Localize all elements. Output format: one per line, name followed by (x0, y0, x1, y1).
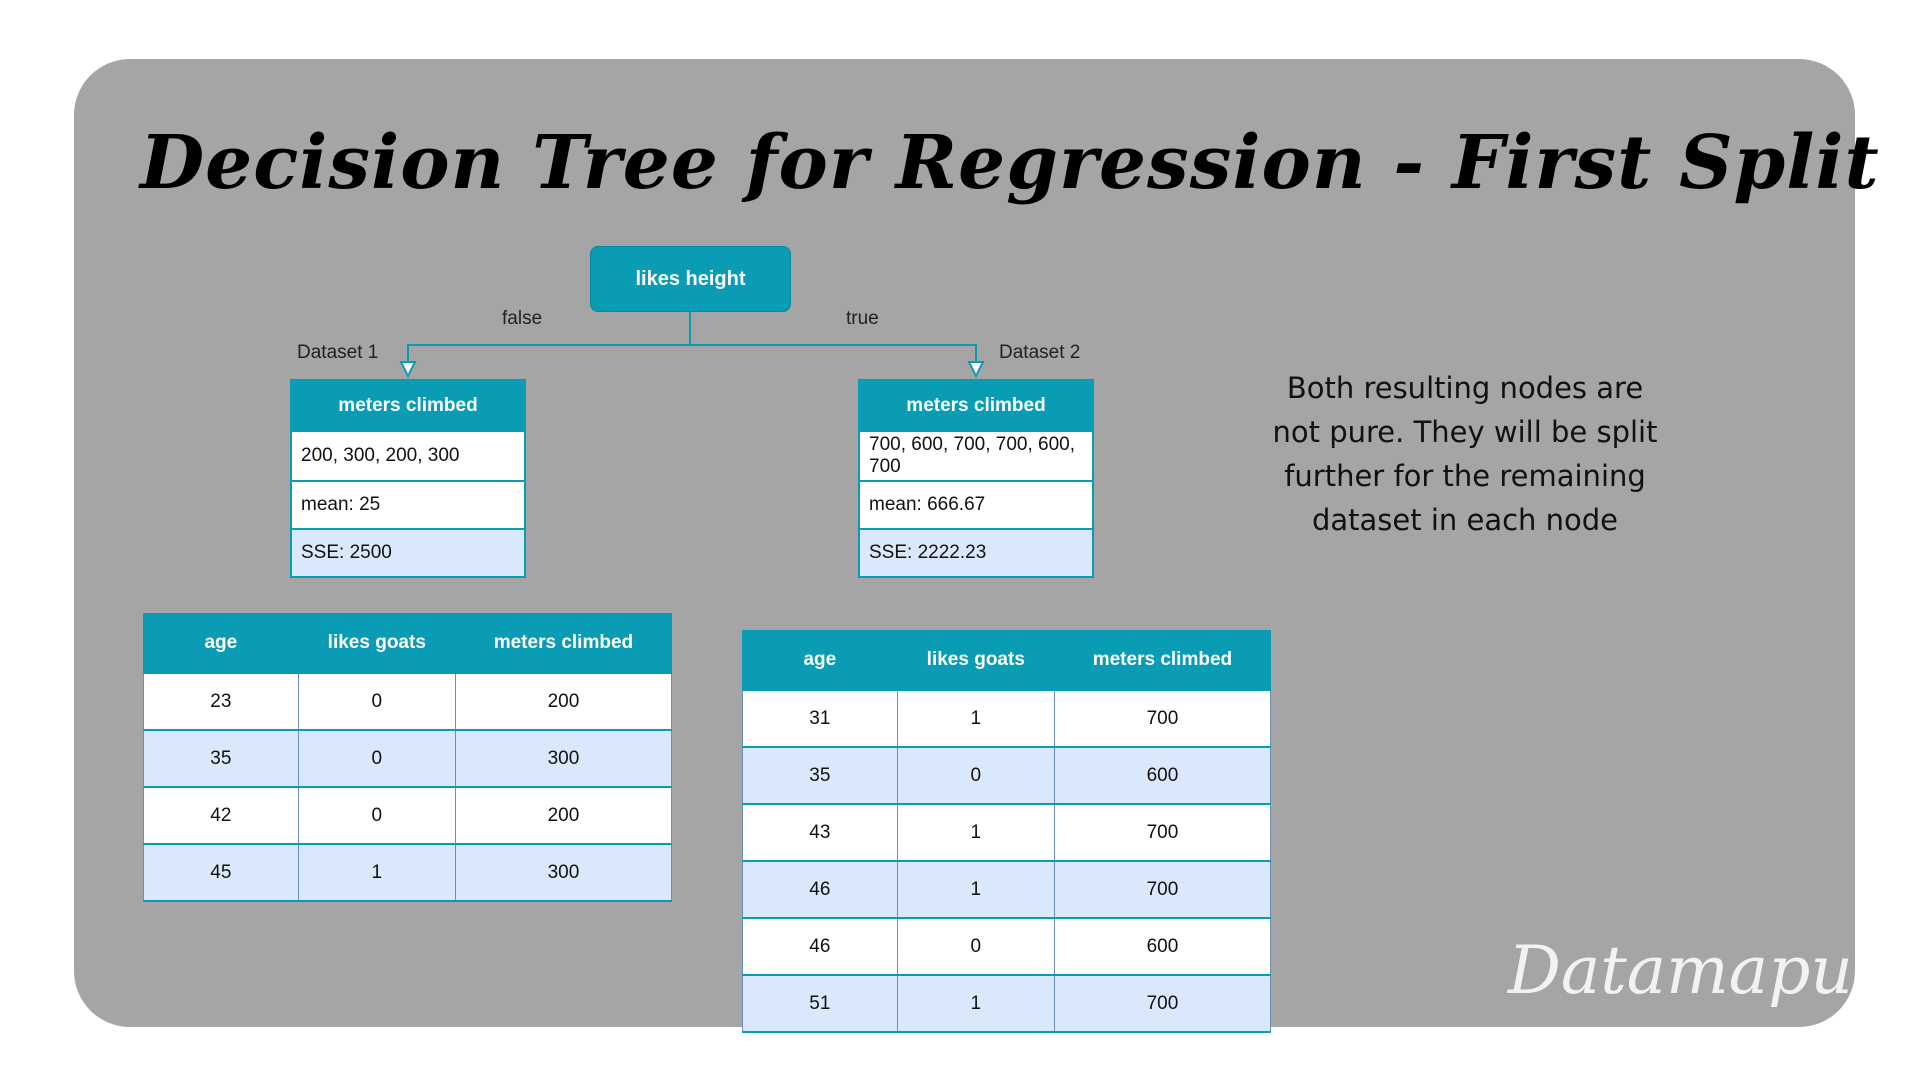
column-header-age: age (742, 630, 898, 691)
table-cell: 300 (454, 843, 673, 902)
dataset-label-left: Dataset 1 (297, 342, 379, 363)
table-cell: 23 (143, 672, 299, 731)
page-title: Decision Tree for Regression - First Spl… (140, 120, 1880, 206)
node-header: meters climbed (292, 381, 524, 432)
table-cell: 200 (454, 672, 673, 731)
table-cell: 43 (742, 803, 898, 862)
table-cell: 0 (297, 786, 456, 845)
edge-label-true: true (846, 308, 879, 329)
table-cell: 31 (742, 689, 898, 748)
explanation-note: Both resulting nodes are not pure. They … (1272, 371, 1658, 537)
edge-label-false: false (502, 308, 543, 329)
table-cell: 1 (896, 974, 1055, 1033)
node-values: 700, 600, 700, 700, 600, 700 (860, 432, 1092, 480)
brand-logo: Datamapu (1508, 932, 1853, 1009)
table-cell: 700 (1053, 974, 1272, 1033)
table-cell: 200 (454, 786, 673, 845)
table-row: 42 0 200 (143, 786, 673, 845)
table-cell: 0 (297, 672, 456, 731)
node-values: 200, 300, 200, 300 (292, 432, 524, 480)
node-sse: SSE: 2222.23 (860, 528, 1092, 576)
table-cell: 700 (1053, 689, 1272, 748)
table-cell: 35 (143, 729, 299, 788)
root-node: likes height (590, 246, 791, 312)
table-row: 35 0 600 (742, 746, 1272, 805)
column-header-likes-goats: likes goats (297, 613, 456, 674)
column-header-meters-climbed: meters climbed (1053, 630, 1272, 691)
right-child-node: meters climbed 700, 600, 700, 700, 600, … (858, 379, 1094, 578)
table-cell: 46 (742, 860, 898, 919)
table-cell: 51 (742, 974, 898, 1033)
table-row: 46 0 600 (742, 917, 1272, 976)
table-cell: 35 (742, 746, 898, 805)
table-row: 35 0 300 (143, 729, 673, 788)
table-cell: 600 (1053, 746, 1272, 805)
connector-right (690, 344, 977, 362)
table-row: 43 1 700 (742, 803, 1272, 862)
node-mean: mean: 25 (292, 480, 524, 528)
connector-left (407, 312, 691, 362)
table-cell: 45 (143, 843, 299, 902)
right-data-table: age likes goats meters climbed 31 1 700 … (742, 630, 1272, 1033)
dataset-label-right: Dataset 2 (999, 342, 1081, 363)
table-cell: 1 (896, 860, 1055, 919)
node-header: meters climbed (860, 381, 1092, 432)
table-cell: 700 (1053, 860, 1272, 919)
table-row: 31 1 700 (742, 689, 1272, 748)
column-header-meters-climbed: meters climbed (454, 613, 673, 674)
table-cell: 0 (297, 729, 456, 788)
arrowhead-left (399, 361, 417, 379)
table-cell: 0 (896, 746, 1055, 805)
table-cell: 600 (1053, 917, 1272, 976)
column-header-age: age (143, 613, 299, 674)
arrowhead-right (967, 361, 985, 379)
column-header-likes-goats: likes goats (896, 630, 1055, 691)
table-cell: 1 (297, 843, 456, 902)
table-cell: 1 (896, 689, 1055, 748)
table-cell: 0 (896, 917, 1055, 976)
table-cell: 42 (143, 786, 299, 845)
left-data-table: age likes goats meters climbed 23 0 200 … (143, 613, 673, 902)
left-child-node: meters climbed 200, 300, 200, 300 mean: … (290, 379, 526, 578)
table-row: 46 1 700 (742, 860, 1272, 919)
table-row: 45 1 300 (143, 843, 673, 902)
table-cell: 46 (742, 917, 898, 976)
table-row: 23 0 200 (143, 672, 673, 731)
table-cell: 1 (896, 803, 1055, 862)
table-row: 51 1 700 (742, 974, 1272, 1033)
table-cell: 300 (454, 729, 673, 788)
node-sse: SSE: 2500 (292, 528, 524, 576)
table-cell: 700 (1053, 803, 1272, 862)
node-mean: mean: 666.67 (860, 480, 1092, 528)
